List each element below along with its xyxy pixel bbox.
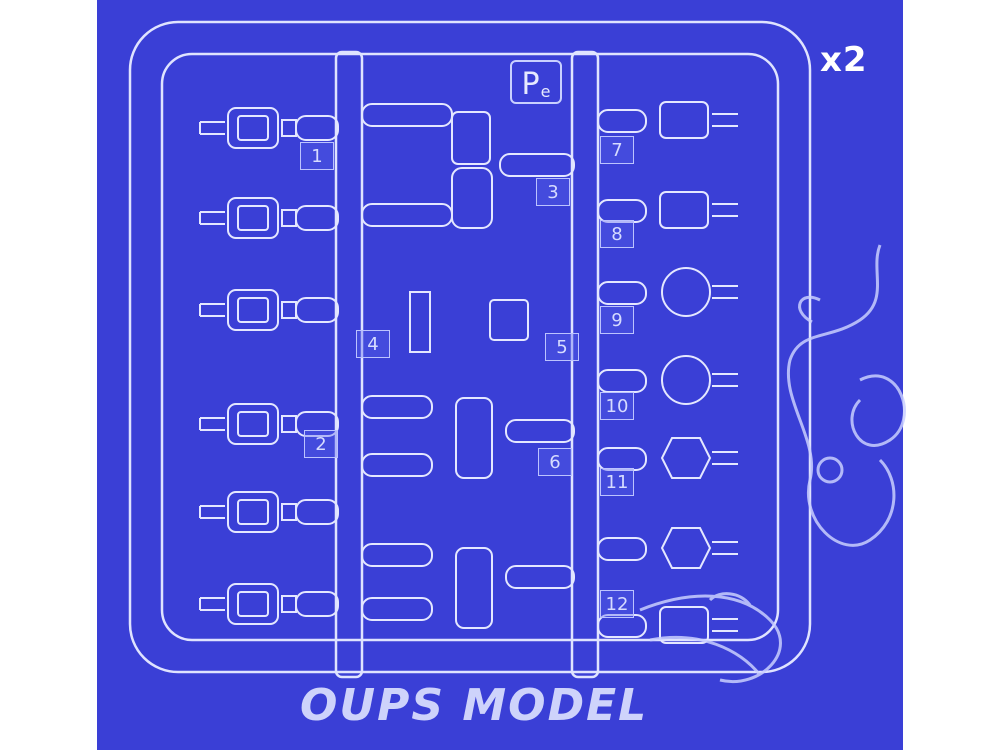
sprue-gate (361, 543, 433, 567)
sprue-gate (597, 614, 647, 638)
sprue-gate (505, 419, 575, 443)
kit-part (227, 583, 279, 625)
sprue-gate (295, 205, 339, 231)
part-number-tag: 6 (538, 448, 572, 476)
kit-part (227, 107, 279, 149)
kit-part (659, 101, 709, 139)
part-number-tag: 12 (600, 590, 634, 618)
sprue-gate (505, 565, 575, 589)
gate (281, 415, 297, 433)
part-number-tag: 9 (600, 306, 634, 334)
kit-part (660, 437, 712, 479)
sprue-gate (295, 499, 339, 525)
gate (281, 209, 297, 227)
part-tab (712, 285, 738, 299)
sprue-gate (361, 395, 433, 419)
part-tab (199, 417, 225, 431)
kit-part (455, 397, 493, 479)
gate (281, 503, 297, 521)
part-number-tag: 2 (304, 430, 338, 458)
part-number-tag: 11 (600, 468, 634, 496)
part-number-tag: 4 (356, 330, 390, 358)
sprue-gate (597, 447, 647, 471)
part-tab (199, 597, 225, 611)
part-tab (712, 203, 738, 217)
sprue-gate (361, 597, 433, 621)
gate (281, 595, 297, 613)
part-tab (199, 121, 225, 135)
kit-part (409, 291, 431, 353)
sprue-gate (597, 199, 647, 223)
gate (281, 119, 297, 137)
sprue-gate (295, 297, 339, 323)
gate (281, 301, 297, 319)
kit-part (227, 403, 279, 445)
kit-part (451, 167, 493, 229)
sprue-gate (295, 411, 339, 437)
part-number-tag: 7 (600, 136, 634, 164)
kit-part-detail (237, 411, 269, 437)
kit-part (227, 197, 279, 239)
kit-part-detail (237, 115, 269, 141)
kit-part (451, 111, 491, 165)
part-number-tag: 3 (536, 178, 570, 206)
part-tab (712, 541, 738, 555)
kit-part (660, 527, 712, 569)
kit-part-detail (237, 499, 269, 525)
kit-part-detail (237, 297, 269, 323)
sprue-background (97, 0, 903, 750)
part-tab (199, 211, 225, 225)
sprue-gate (597, 281, 647, 305)
sprue-gate (361, 103, 453, 127)
kit-part (227, 289, 279, 331)
kit-part (659, 191, 709, 229)
kit-part-detail (237, 591, 269, 617)
quantity-label: x2 (820, 40, 868, 80)
part-tab (712, 451, 738, 465)
mascot-outline (639, 244, 906, 683)
sprue-gate (597, 537, 647, 561)
kit-part (489, 299, 529, 341)
kit-part (227, 491, 279, 533)
part-tab (199, 303, 225, 317)
kit-part-detail (237, 205, 269, 231)
sprue-gate (361, 453, 433, 477)
sprue-gate (295, 591, 339, 617)
brand-watermark: OUPS MODEL (300, 680, 649, 731)
sprue-gate (295, 115, 339, 141)
part-tab (199, 505, 225, 519)
kit-part (661, 355, 711, 405)
sprue-gate (361, 203, 453, 227)
part-tab (712, 113, 738, 127)
kit-part (659, 606, 709, 644)
part-number-tag: 1 (300, 142, 334, 170)
part-number-tag: 5 (545, 333, 579, 361)
part-number-tag: 10 (600, 392, 634, 420)
kit-part (455, 547, 493, 629)
kit-part (661, 267, 711, 317)
sprue-gate (499, 153, 575, 177)
sprue-gate (597, 109, 647, 133)
part-number-tag: 8 (600, 220, 634, 248)
part-tab (712, 618, 738, 632)
part-tab (712, 373, 738, 387)
sprue-gate (597, 369, 647, 393)
